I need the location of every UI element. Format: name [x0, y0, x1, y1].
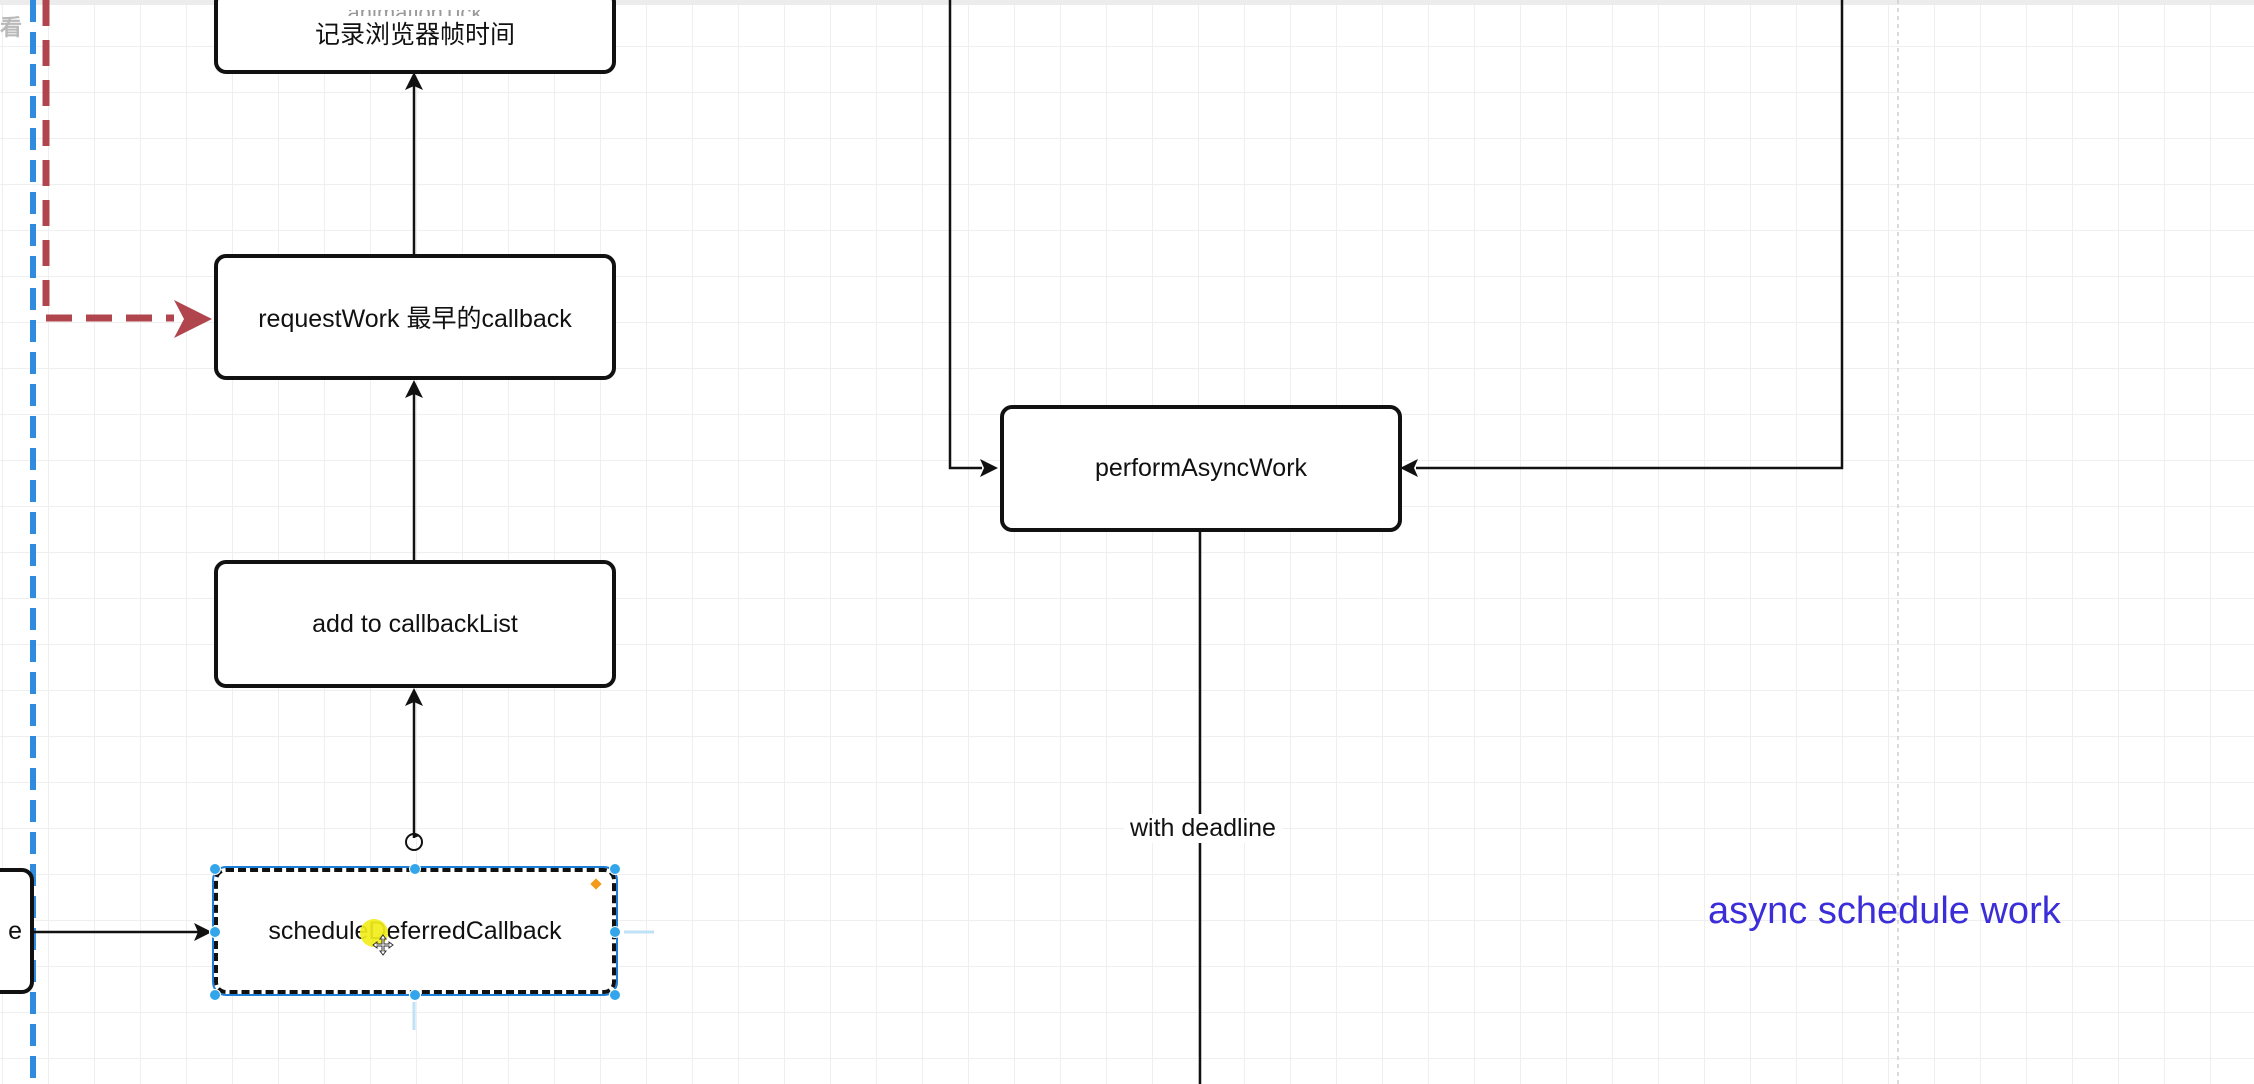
selection-handle-mr[interactable]	[609, 926, 621, 938]
rotate-handle-icon	[405, 832, 423, 851]
node-left-partial-label: e	[8, 916, 22, 945]
diagram-title[interactable]: async schedule work	[1708, 890, 2061, 932]
selection-handle-tm[interactable]	[409, 863, 421, 875]
selection-handle-ml[interactable]	[209, 926, 221, 938]
edge-into-perform-right	[1416, 0, 1844, 470]
node-add-callback-label: add to callbackList	[312, 609, 518, 638]
edge-label-deadline[interactable]: with deadline	[1124, 814, 1282, 843]
node-schedule-deferred[interactable]: scheduleDeferredCallback	[212, 866, 618, 996]
selection-handle-bm[interactable]	[409, 989, 421, 1001]
node-record-frame-label: 记录浏览器帧时间	[314, 21, 515, 49]
node-perform-async-label: performAsyncWork	[1094, 454, 1308, 482]
side-glyph-label: 看	[0, 15, 23, 40]
node-add-callback[interactable]: add to callbackList	[214, 560, 616, 688]
node-perform-async[interactable]: performAsyncWork	[1000, 405, 1402, 532]
node-request-work[interactable]: requestWork 最早的callback	[214, 254, 616, 380]
node-request-work-label: requestWork 最早的callback	[258, 305, 572, 333]
node-schedule-deferred-label: scheduleDeferredCallback	[268, 916, 562, 945]
top-border	[0, 0, 2254, 5]
move-cursor-icon	[372, 934, 394, 956]
node-record-frame-top-text: animationTick	[348, 10, 483, 16]
selection-handle-bl[interactable]	[209, 989, 221, 1001]
selection-handle-br[interactable]	[609, 989, 621, 1001]
red-dashed-arrowhead	[174, 300, 212, 338]
edge-into-perform-left	[948, 0, 982, 470]
selection-handle-tl[interactable]	[209, 863, 221, 875]
selection-handle-tr[interactable]	[609, 863, 621, 875]
node-left-partial[interactable]: e	[0, 868, 34, 994]
node-record-frame[interactable]: animationTick 记录浏览器帧时间	[214, 0, 616, 74]
